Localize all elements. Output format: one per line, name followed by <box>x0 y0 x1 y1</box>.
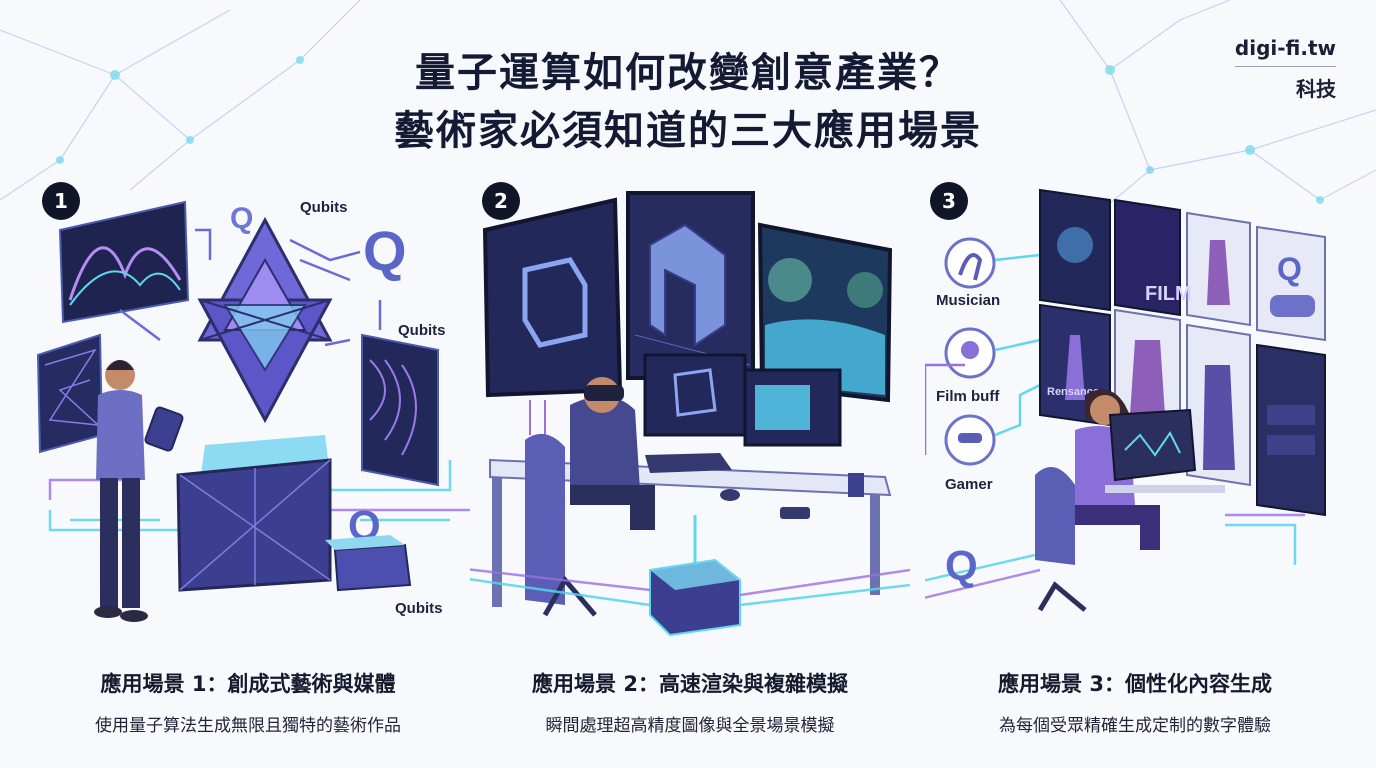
persona-label-gamer: Gamer <box>945 476 993 493</box>
poster-film-text: FILM <box>1145 283 1192 305</box>
scene-2-number: 2 <box>482 182 520 220</box>
page-title-line-2: 藝術家必須知道的三大應用場景 <box>394 108 982 154</box>
qubit-chip <box>325 535 412 592</box>
quantum-cube <box>649 515 741 637</box>
brand-block: digi-fi.tw 科技 <box>1234 36 1336 102</box>
page-title-line-1: 量子運算如何改變創意產業？ <box>415 50 961 96</box>
scene-3-description: 為每個受眾精確生成定制的數字體驗 <box>999 716 1271 736</box>
persona-label-musician: Musician <box>936 292 1001 309</box>
scene-3-heading: 應用場景 3：個性化內容生成 <box>998 672 1272 696</box>
gamer-avatar <box>944 414 996 466</box>
vr-user-person <box>525 377 655 617</box>
film-buff-avatar <box>944 327 996 379</box>
pedestal <box>176 435 332 592</box>
scene-1-heading: 應用場景 1：創成式藝術與媒體 <box>100 672 396 696</box>
scene-1-description: 使用量子算法生成無限且獨特的藝術作品 <box>95 716 401 736</box>
geometric-art-panel <box>36 333 104 454</box>
qubits-label-3: Qubits <box>395 600 443 617</box>
scene-2-heading: 應用場景 2：高速渲染與複雜模擬 <box>532 672 848 696</box>
artist-person <box>94 360 184 622</box>
scene-1-illustration: Q Q Q <box>36 200 470 622</box>
scene-2-illustration <box>470 191 910 637</box>
q-icon-scene-3: Q <box>945 542 978 589</box>
brand-category: 科技 <box>1296 77 1336 101</box>
scene-3-illustration: Q FILM Rensance Q <box>925 188 1326 612</box>
q-icon-large: Q <box>363 219 407 282</box>
scene-3-number: 3 <box>930 182 968 220</box>
star-polyhedron <box>197 216 333 424</box>
brand-site: digi-fi.tw <box>1234 36 1336 67</box>
monitor-impossible-shape <box>626 191 755 380</box>
musician-avatar <box>944 237 996 289</box>
qubits-label-2: Qubits <box>398 322 446 339</box>
qubits-label-1: Qubits <box>300 199 348 216</box>
bell-curve-panel <box>58 200 190 324</box>
pattern-panel <box>361 333 439 487</box>
svg-text:Q: Q <box>1277 251 1302 287</box>
scene-2-description: 瞬間處理超高精度圖像與全景場景模擬 <box>545 716 835 736</box>
woman-at-laptop <box>1035 389 1225 612</box>
monitor-cube <box>482 197 623 398</box>
persona-label-film-buff: Film buff <box>936 388 1000 405</box>
q-icon-small: Q <box>230 202 253 235</box>
scene-1-number: 1 <box>42 182 80 220</box>
